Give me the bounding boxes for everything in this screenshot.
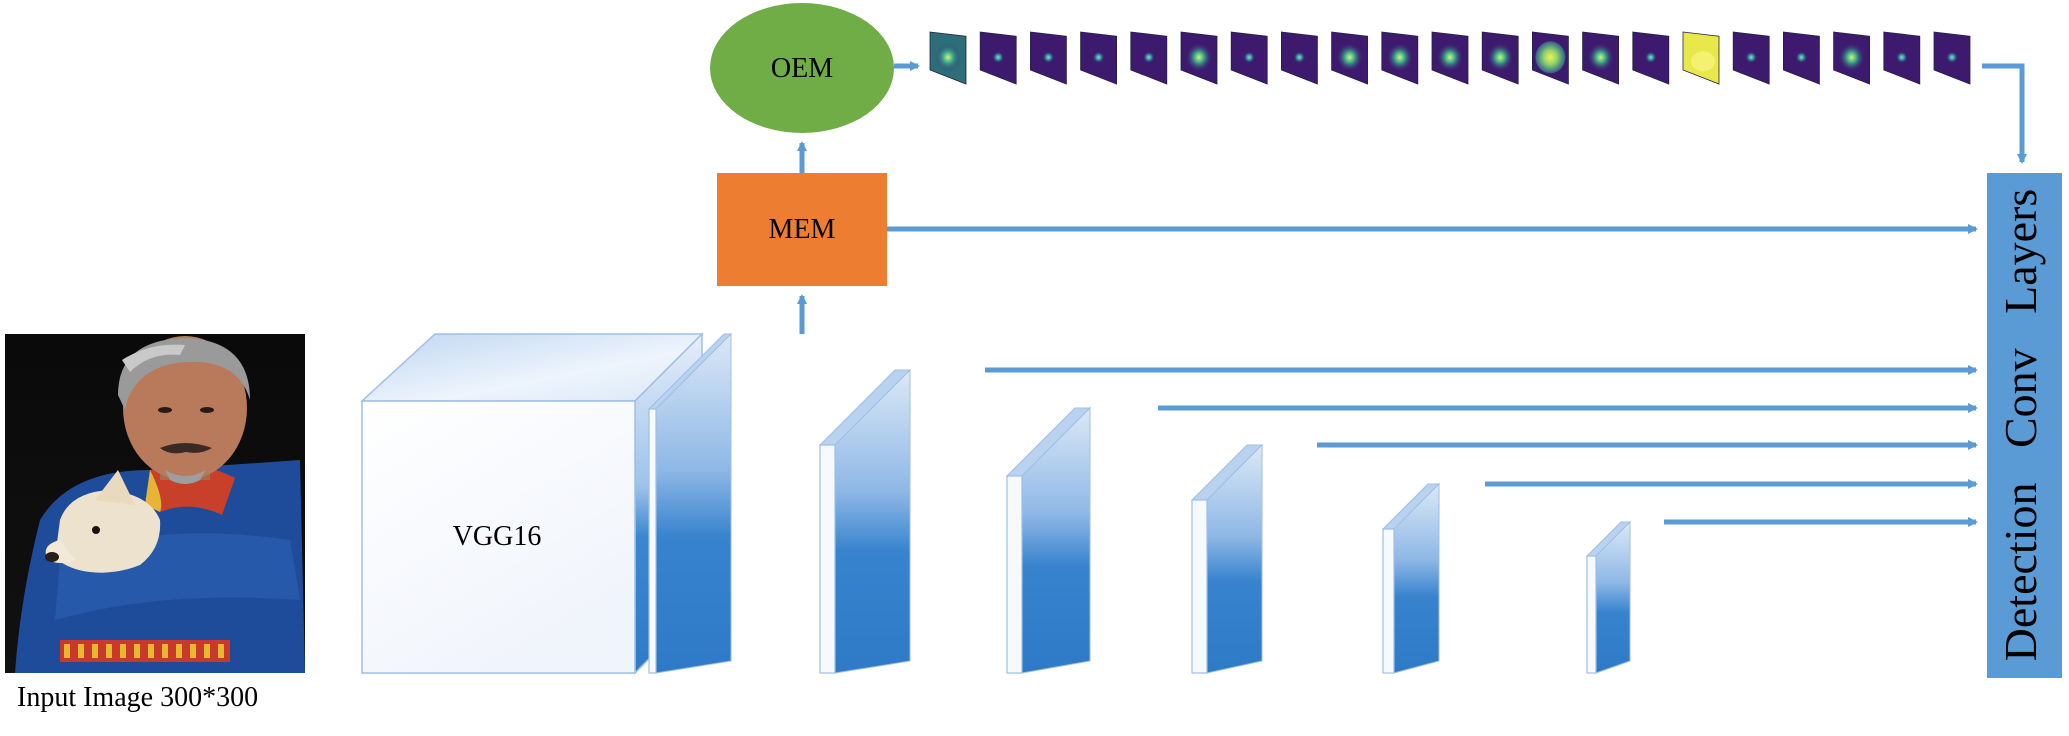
feature-layers [647,332,1632,674]
feature-map-1 [929,31,967,85]
dog-shape [45,470,161,573]
arrows [797,61,2027,527]
feature-maps-row [929,31,1971,85]
input-image [5,334,305,673]
detection-conv-layers-bar [1987,173,2062,678]
arrow-maps-to-detector [1982,63,2027,164]
feature-map-4 [1080,31,1117,85]
feature-map-11 [1431,31,1469,85]
feature-layer-2 [818,368,912,674]
feature-layer-4 [1190,443,1264,674]
feature-map-16 [1682,31,1720,85]
oem-ellipse [710,3,894,133]
vgg16-label: VGG16 [453,521,542,552]
mem-box [717,173,887,286]
input-image-caption: Input Image 300*300 [17,682,258,713]
feature-map-5 [1130,31,1168,85]
feature-map-8 [1281,31,1318,85]
mem-label: MEM [769,214,836,245]
feature-map-15 [1632,31,1670,85]
feature-map-13 [1532,31,1569,85]
detection-conv-layers-label: Detection Conv Layers [1995,189,2046,662]
feature-layer-5 [1381,482,1441,674]
feature-map-14 [1582,31,1619,85]
feature-map-9 [1331,31,1368,85]
feature-map-18 [1783,31,1820,85]
feature-map-10 [1381,31,1419,85]
feature-map-2 [979,31,1017,85]
feature-map-21 [1933,31,1971,85]
oem-label: OEM [771,53,833,84]
feature-map-19 [1833,31,1870,85]
feature-map-20 [1883,31,1921,85]
feature-map-17 [1732,31,1770,85]
feature-layer-3 [1005,406,1092,674]
feature-map-7 [1230,31,1268,85]
feature-layer-6 [1585,520,1632,674]
feature-map-12 [1481,31,1519,85]
feature-layer-1 [647,332,733,674]
feature-map-6 [1180,31,1218,85]
feature-map-3 [1030,31,1067,85]
